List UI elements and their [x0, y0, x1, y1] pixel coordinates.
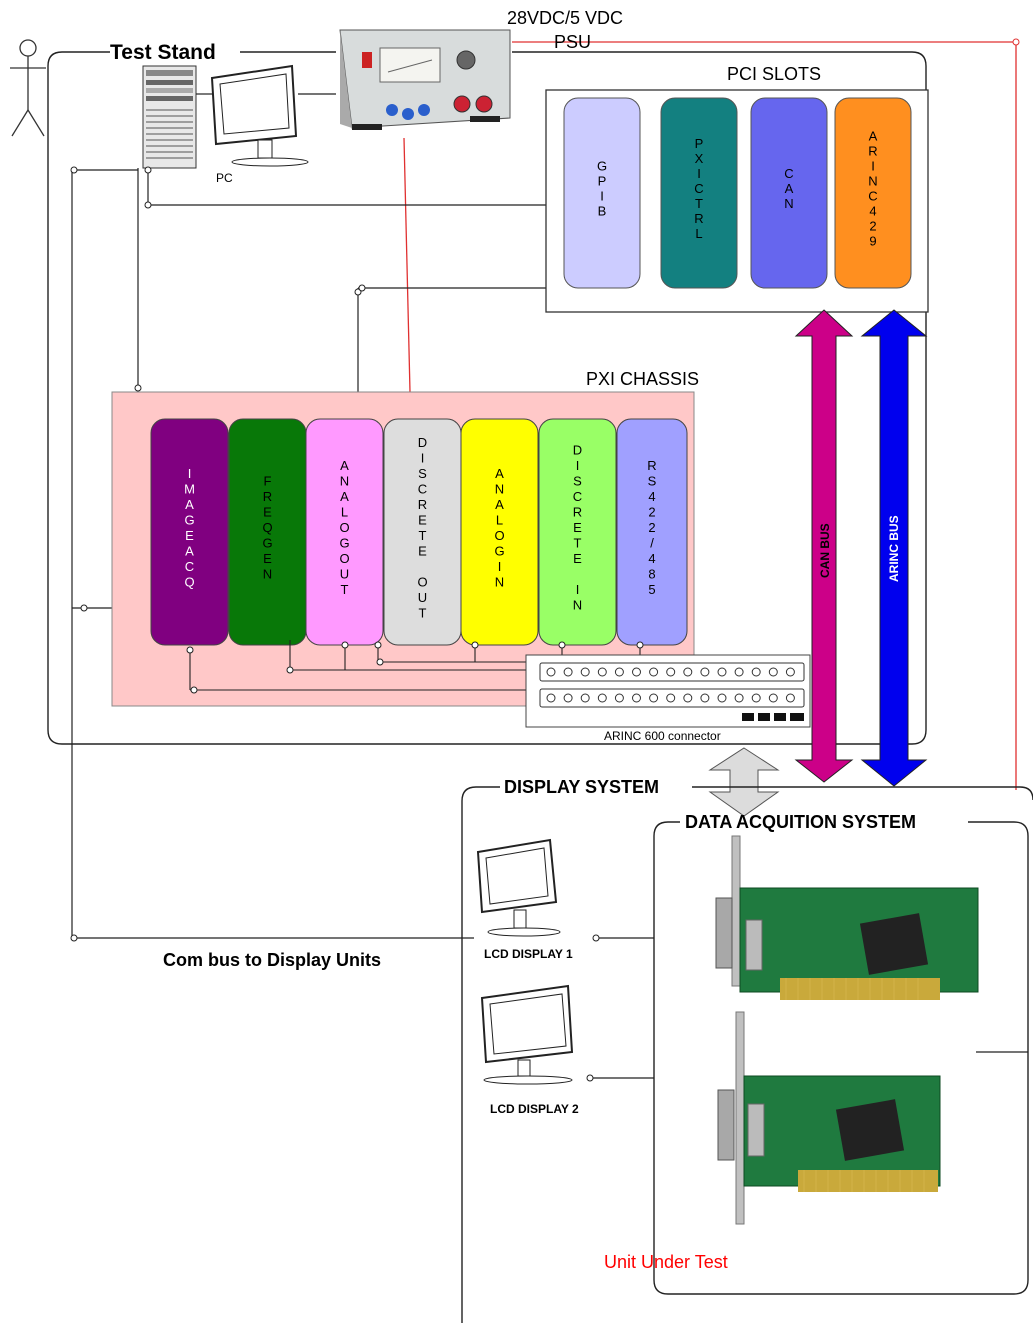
- pxi-chassis-label: PXI CHASSIS: [586, 369, 699, 389]
- connector-pin: [667, 694, 675, 702]
- connector-pin: [564, 694, 572, 702]
- pci-board-2-image: [718, 1012, 940, 1224]
- connector-pin: [701, 668, 709, 676]
- psu-label-line1: 28VDC/5 VDC: [507, 8, 623, 28]
- connector-pin: [633, 694, 641, 702]
- lcd1-port: [593, 935, 599, 941]
- connector-pin: [598, 694, 606, 702]
- pc-monitor-icon: [212, 66, 308, 166]
- connector-pin: [752, 694, 760, 702]
- lcd2-label: LCD DISPLAY 2: [490, 1102, 579, 1116]
- uut-label: Unit Under Test: [604, 1252, 728, 1272]
- connector-pin: [786, 668, 794, 676]
- connector-pin: [735, 668, 743, 676]
- connector-pin: [547, 694, 555, 702]
- connector-pin: [718, 668, 726, 676]
- display-system-label: DISPLAY SYSTEM: [504, 777, 659, 797]
- connector-pin: [547, 668, 555, 676]
- connector-pin: [581, 668, 589, 676]
- test-stand-label: Test Stand: [110, 41, 216, 64]
- power-junction: [1013, 39, 1019, 45]
- connector-pin: [650, 668, 658, 676]
- can-bus-label: CAN BUS: [818, 523, 832, 578]
- daq-system-label: DATA ACQUITION SYSTEM: [685, 812, 916, 832]
- connector-pin: [752, 668, 760, 676]
- connector-pin: [581, 694, 589, 702]
- connector-pin: [786, 694, 794, 702]
- connector-pin: [667, 668, 675, 676]
- connector-pin: [769, 668, 777, 676]
- psu-label-line2: PSU: [554, 32, 591, 52]
- com-bus-label: Com bus to Display Units: [163, 950, 381, 970]
- connector-pin: [615, 694, 623, 702]
- connector-pin: [598, 668, 606, 676]
- connector-pin: [650, 694, 658, 702]
- connector-pin: [615, 668, 623, 676]
- connector-pin: [633, 668, 641, 676]
- pci-board-1-image: [716, 836, 978, 1000]
- lcd-display-1-icon: [478, 840, 560, 936]
- arinc600-label: ARINC 600 connector: [604, 729, 721, 743]
- connector-pin: [735, 694, 743, 702]
- lcd1-label: LCD DISPLAY 1: [484, 947, 573, 961]
- lcd-display-2-icon: [482, 986, 572, 1084]
- connector-pin: [684, 668, 692, 676]
- connector-pin: [564, 668, 572, 676]
- psu-unit: [340, 30, 510, 130]
- operator-figure: [10, 40, 46, 136]
- connector-pin: [684, 694, 692, 702]
- arinc-bus-label: ARINC BUS: [887, 515, 901, 582]
- connector-pin: [769, 694, 777, 702]
- pc-label: PC: [216, 171, 233, 185]
- connector-pin: [701, 694, 709, 702]
- display-link-arrow: [710, 748, 778, 816]
- pc-tower: [143, 66, 196, 168]
- lcd2-port: [587, 1075, 593, 1081]
- arinc600-connector: [526, 655, 810, 727]
- connector-pin: [718, 694, 726, 702]
- pci-slots-label: PCI SLOTS: [727, 64, 821, 84]
